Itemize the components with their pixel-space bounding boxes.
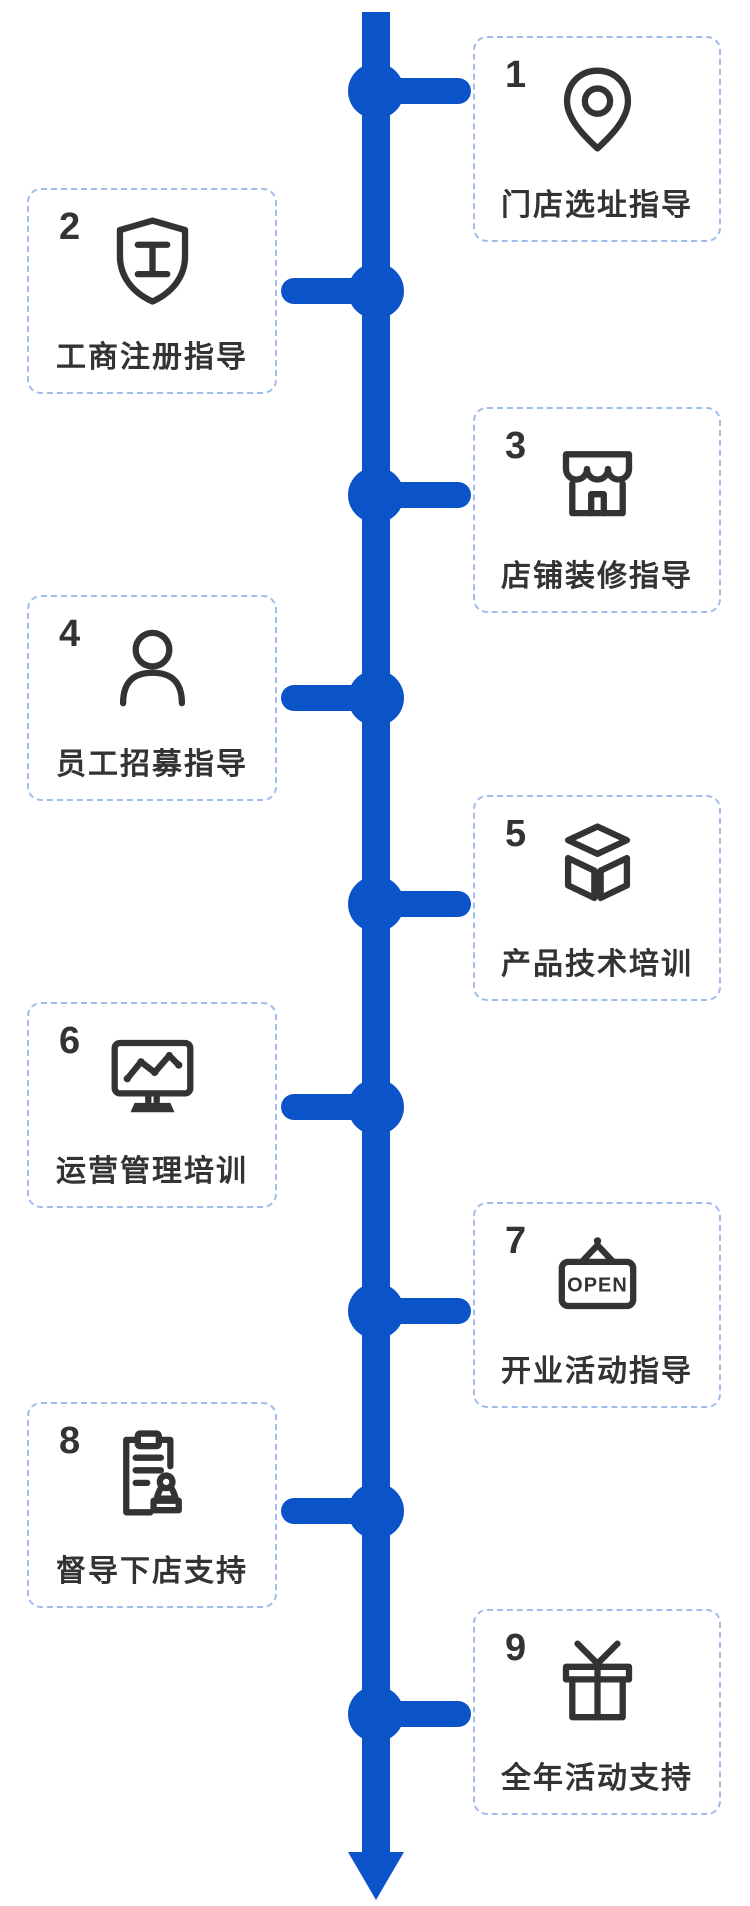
step-card: 1 门店选址指导 <box>473 36 721 242</box>
step-card: 9 全年活动支持 <box>473 1609 721 1815</box>
step-label: 开业活动指导 <box>501 1355 693 1388</box>
step-label: 运营管理培训 <box>56 1155 248 1188</box>
step-card: 2 工商注册指导 <box>27 188 277 394</box>
step-label: 门店选址指导 <box>501 189 693 222</box>
step-label: 产品技术培训 <box>501 948 693 981</box>
step-label: 店铺装修指导 <box>501 560 693 593</box>
step-number: 3 <box>505 425 527 467</box>
step-number: 2 <box>59 206 81 248</box>
timeline-connector <box>281 685 376 711</box>
step-number: 1 <box>505 54 527 96</box>
step-card: 5 产品技术培训 <box>473 795 721 1001</box>
cube-icon <box>475 815 719 920</box>
monitor-chart-icon <box>29 1022 275 1127</box>
shield-icon <box>29 208 275 313</box>
person-icon <box>29 615 275 720</box>
step-card: 4 员工招募指导 <box>27 595 277 801</box>
step-card: 6 运营管理培训 <box>27 1002 277 1208</box>
step-card: 3 店铺装修指导 <box>473 407 721 613</box>
step-label: 全年活动支持 <box>501 1762 693 1795</box>
open-sign-icon: OPEN <box>475 1222 719 1327</box>
gift-icon <box>475 1629 719 1734</box>
timeline-connector <box>376 891 471 917</box>
open-sign-text: OPEN <box>567 1274 628 1296</box>
step-number: 8 <box>59 1420 81 1462</box>
step-card: 8 督导下店支持 <box>27 1402 277 1608</box>
timeline-connector <box>376 78 471 104</box>
step-label: 工商注册指导 <box>56 341 248 374</box>
step-label: 督导下店支持 <box>56 1555 248 1588</box>
timeline-spine <box>362 12 390 1856</box>
step-number: 9 <box>505 1627 527 1669</box>
step-label: 员工招募指导 <box>56 748 248 781</box>
timeline-connector <box>281 1498 376 1524</box>
storefront-icon <box>475 427 719 532</box>
timeline-connector <box>281 1094 376 1120</box>
step-card: 7 OPEN 开业活动指导 <box>473 1202 721 1408</box>
timeline-connector <box>376 1701 471 1727</box>
step-number: 6 <box>59 1020 81 1062</box>
arrow-down-icon <box>348 1852 404 1900</box>
location-pin-icon <box>475 56 719 161</box>
timeline-connector <box>281 278 376 304</box>
step-number: 7 <box>505 1220 527 1262</box>
timeline-connector <box>376 1298 471 1324</box>
clipboard-stamp-icon <box>29 1422 275 1527</box>
step-number: 4 <box>59 613 81 655</box>
step-number: 5 <box>505 813 527 855</box>
timeline-connector <box>376 482 471 508</box>
